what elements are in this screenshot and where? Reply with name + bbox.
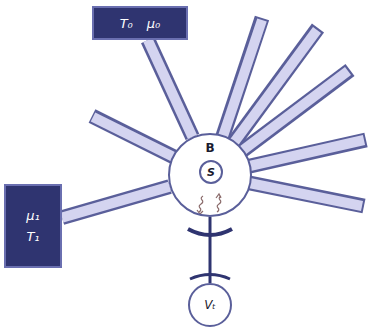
- gate-plate-lower: [190, 275, 230, 280]
- reservoir-box: μ₁ T₁: [4, 184, 62, 268]
- gate-plate: [188, 229, 232, 235]
- coupling-squiggles: [197, 194, 221, 214]
- system-circle: BS: [168, 133, 252, 217]
- lead-stroke: [62, 187, 170, 218]
- lead-connector: [148, 40, 193, 137]
- node-label: Vₜ: [204, 298, 216, 312]
- lead-connector: [62, 187, 170, 218]
- node-label: B: [205, 141, 214, 155]
- system-fill: [169, 134, 251, 216]
- node-label: T₁: [26, 229, 39, 244]
- lead-stroke: [148, 40, 193, 137]
- node-label: μ₀: [147, 16, 160, 31]
- reservoir-box: T₀ μ₀: [92, 6, 188, 40]
- dot-circle: S: [199, 160, 223, 184]
- node-label: μ₁: [26, 208, 39, 223]
- lead-stroke: [62, 187, 170, 218]
- node-label: T₀: [120, 16, 133, 31]
- lead-stroke: [148, 40, 193, 137]
- gate-circle: Vₜ: [188, 283, 232, 327]
- node-label: S: [207, 166, 215, 179]
